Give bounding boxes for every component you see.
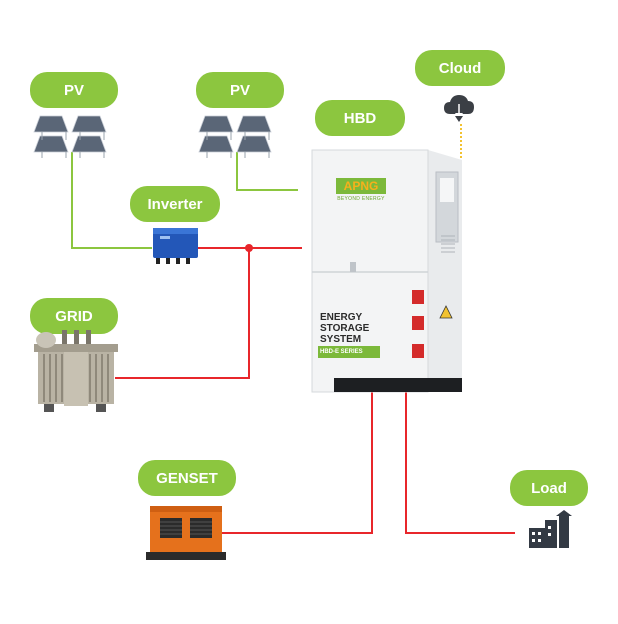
grid-to-bus-line — [115, 248, 250, 379]
cabinet-title-line1: ENERGY — [320, 312, 363, 323]
cabinet-brand-logo: APNG — [343, 179, 379, 193]
bus-junction-dot — [245, 244, 253, 252]
pv1-label: PV — [30, 72, 118, 108]
genset-to-hbd-line — [222, 392, 373, 534]
inverter-label: Inverter — [130, 186, 220, 222]
cabinet-title-line3: SYSTEM — [320, 334, 362, 345]
cloud-label: Cloud — [415, 50, 505, 86]
pv2-to-hbd-line — [236, 152, 298, 191]
cabinet-tagline: BEYOND ENERGY — [337, 196, 385, 202]
load-label: Load — [510, 470, 588, 506]
pv1-to-inverter-line — [71, 152, 152, 249]
grid-label: GRID — [30, 298, 118, 334]
cabinet-title-line2: STORAGE — [320, 323, 370, 334]
genset-label: GENSET — [138, 460, 236, 496]
cabinet-series-label: HBD-E SERIES — [320, 349, 363, 355]
hbd-to-load-line — [405, 392, 515, 534]
pv2-label: PV — [196, 72, 284, 108]
hbd-label: HBD — [315, 100, 405, 136]
